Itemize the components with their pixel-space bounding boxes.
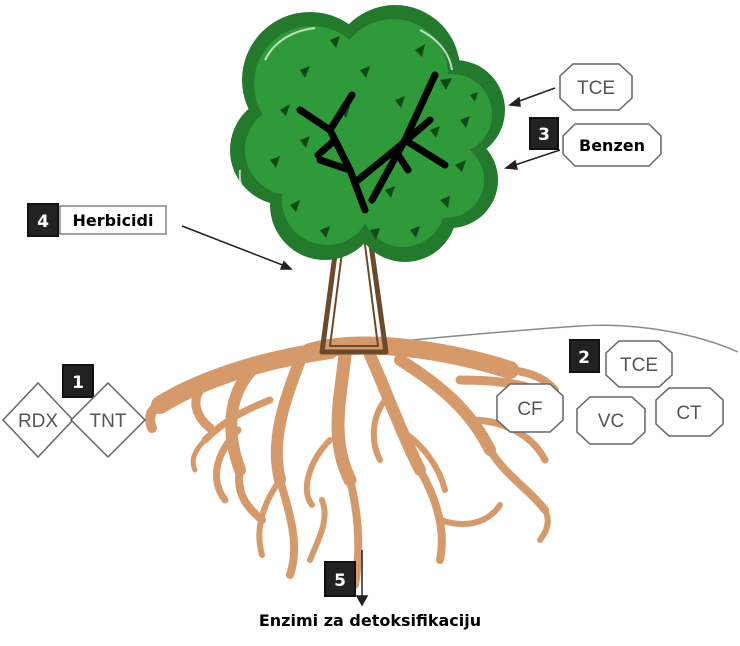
rdx-label: RDX [18, 411, 58, 432]
marker-1: 1 [62, 364, 94, 398]
cf-octagon: CF [496, 383, 564, 433]
ground-line [383, 324, 739, 353]
tce-soil-octagon: TCE [605, 340, 673, 388]
tree-branches [296, 71, 449, 214]
roots [145, 336, 559, 589]
marker-2-label: 2 [578, 348, 590, 368]
marker-3: 3 [529, 117, 559, 150]
herbicidi-label: Herbicidi [73, 211, 154, 230]
tnt-label: TNT [90, 411, 127, 432]
ct-label: CT [676, 403, 702, 424]
caption: Enzimi za detoksifikaciju [258, 611, 482, 630]
tce-top-label: TCE [577, 78, 615, 99]
vc-label: VC [598, 411, 624, 432]
rdx-diamond: RDX [1, 381, 75, 459]
vc-octagon: VC [576, 396, 646, 445]
tree-trunk [319, 179, 389, 355]
marker-2: 2 [569, 339, 600, 373]
tnt-diamond: TNT [69, 381, 147, 459]
tree-crown [230, 5, 505, 262]
marker-4: 4 [27, 203, 59, 237]
herbicidi-arrow [181, 225, 293, 270]
marker-5-label: 5 [334, 571, 346, 591]
marker-1-label: 1 [72, 373, 84, 393]
tce-arrow [508, 87, 556, 107]
benzen-arrow [504, 149, 561, 170]
cf-label: CF [517, 399, 542, 420]
benzen-box: Benzen [562, 123, 662, 167]
marker-5: 5 [324, 561, 356, 597]
marker-4-label: 4 [37, 212, 49, 232]
down-arrow [355, 550, 369, 607]
benzen-label: Benzen [579, 136, 645, 155]
tce-soil-label: TCE [620, 355, 658, 376]
ct-octagon: CT [655, 387, 724, 437]
marker-3-label: 3 [538, 125, 550, 145]
tce-top-octagon: TCE [559, 63, 633, 111]
herbicidi-box: Herbicidi [59, 205, 167, 235]
